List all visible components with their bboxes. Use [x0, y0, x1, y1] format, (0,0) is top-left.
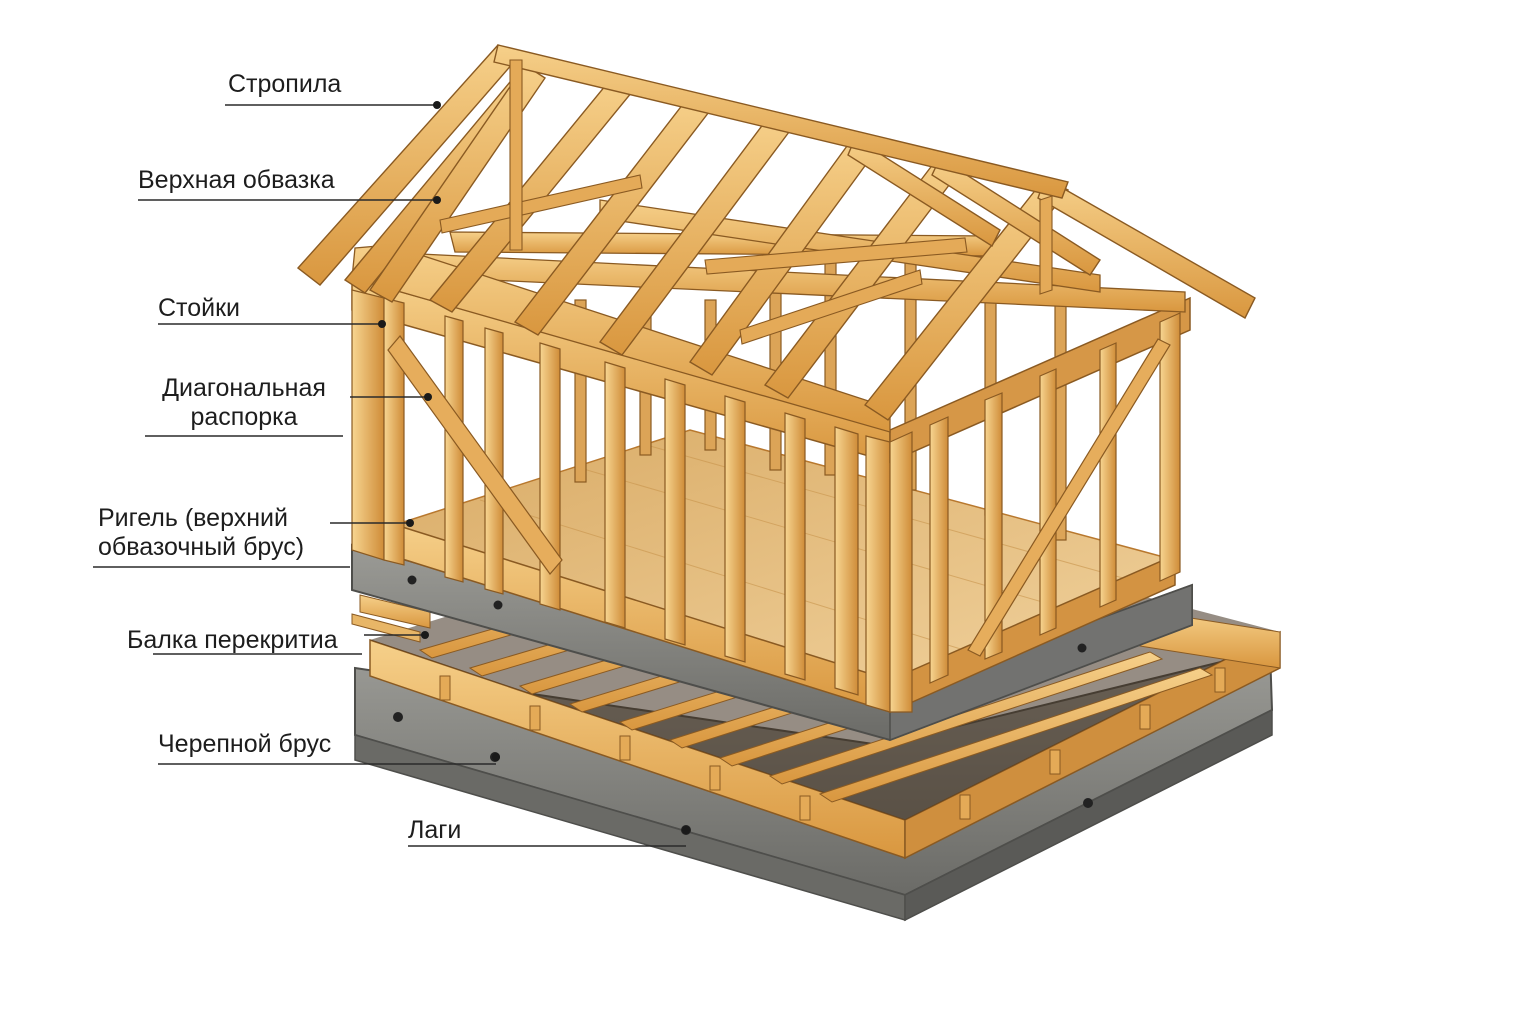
label-rafters: Стропила — [228, 70, 342, 98]
label-studs: Стойки — [158, 294, 240, 322]
label-top-plate: Верхная обвазка — [138, 166, 335, 194]
rafters — [296, 44, 1256, 421]
leader-lines — [93, 104, 686, 847]
label-ledger: Черепной брус — [158, 730, 332, 758]
label-floor-beam: Балка перекритиа — [127, 626, 338, 654]
label-diagonal-brace: Диагональная распорка — [146, 374, 342, 432]
label-diagonal-brace-line1: Диагональная — [162, 374, 326, 402]
label-header-line2: обвазочный брус) — [98, 532, 305, 561]
leader-dots — [378, 101, 690, 834]
label-diagonal-brace-line2: распорка — [190, 402, 298, 431]
collar-ties — [439, 59, 1053, 345]
label-joists: Лаги — [408, 816, 462, 844]
label-header: Ригель (верхний обвазочный брус) — [98, 504, 304, 562]
side-wall — [889, 296, 1191, 713]
label-header-line1: Ригель (верхний — [98, 504, 288, 532]
